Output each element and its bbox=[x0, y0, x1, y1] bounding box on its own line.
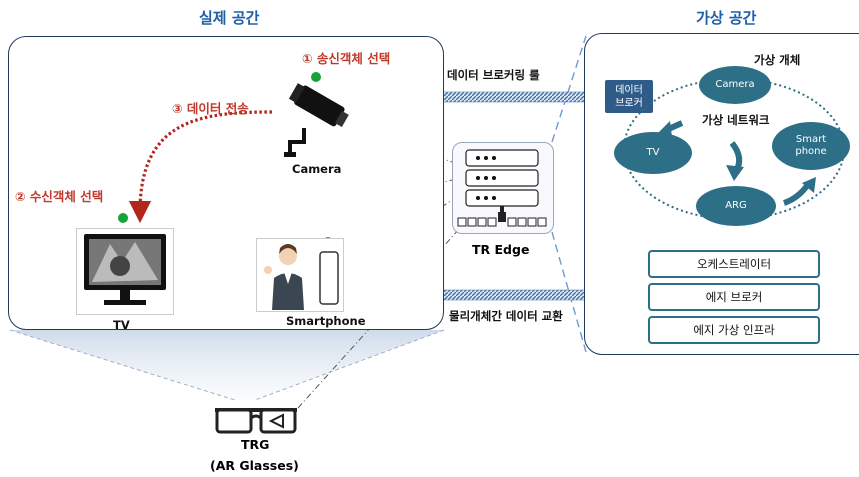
vnode-camera[interactable]: Camera bbox=[699, 66, 771, 104]
virtual-network-label: 가상 네트워크 bbox=[702, 113, 770, 127]
tr-edge-label: TR Edge bbox=[472, 242, 530, 257]
vnode-arg[interactable]: ARG bbox=[696, 186, 776, 226]
server-icon[interactable] bbox=[452, 142, 552, 237]
tv-icon[interactable] bbox=[80, 232, 170, 312]
step2-label: ② 수신객체 선택 bbox=[15, 189, 104, 204]
real-space-title: 실제 공간 bbox=[199, 9, 260, 27]
camera-label: Camera bbox=[292, 162, 342, 176]
tv-label: TV bbox=[113, 318, 130, 332]
smartphone-label: Smartphone bbox=[286, 314, 366, 328]
person-with-phone-icon bbox=[264, 244, 339, 310]
camera-status-dot bbox=[311, 72, 321, 82]
component-edge-virtual-infra: 에지 가상 인프라 bbox=[648, 316, 820, 344]
virtual-space-title: 가상 공간 bbox=[696, 9, 757, 27]
virtual-object-label: 가상 개체 bbox=[754, 53, 801, 67]
data-exchange-label: 물리개체간 데이터 교환 bbox=[449, 309, 563, 323]
step3-label: ③ 데이터 전송 bbox=[172, 101, 249, 116]
broker-rule-label: 데이터 브로커링 룰 bbox=[447, 68, 540, 82]
ar-glasses-icon[interactable] bbox=[213, 402, 299, 436]
data-transfer-arrow bbox=[128, 110, 273, 224]
step1-label: ① 송신객체 선택 bbox=[302, 51, 391, 66]
vnode-tv[interactable]: TV bbox=[614, 132, 692, 174]
component-edge-broker: 에지 브로커 bbox=[648, 283, 820, 311]
component-orchestrator: 오케스트레이터 bbox=[648, 250, 820, 278]
vnode-smartphone[interactable]: Smart phone bbox=[772, 122, 850, 170]
glasses-sublabel: (AR Glasses) bbox=[210, 458, 299, 473]
camera-icon[interactable] bbox=[282, 80, 357, 158]
data-broker-box[interactable]: 데이터 브로커 bbox=[605, 80, 653, 113]
tv-status-dot bbox=[118, 213, 128, 223]
glasses-label: TRG bbox=[241, 437, 270, 452]
glasses-view-cone bbox=[10, 330, 444, 400]
